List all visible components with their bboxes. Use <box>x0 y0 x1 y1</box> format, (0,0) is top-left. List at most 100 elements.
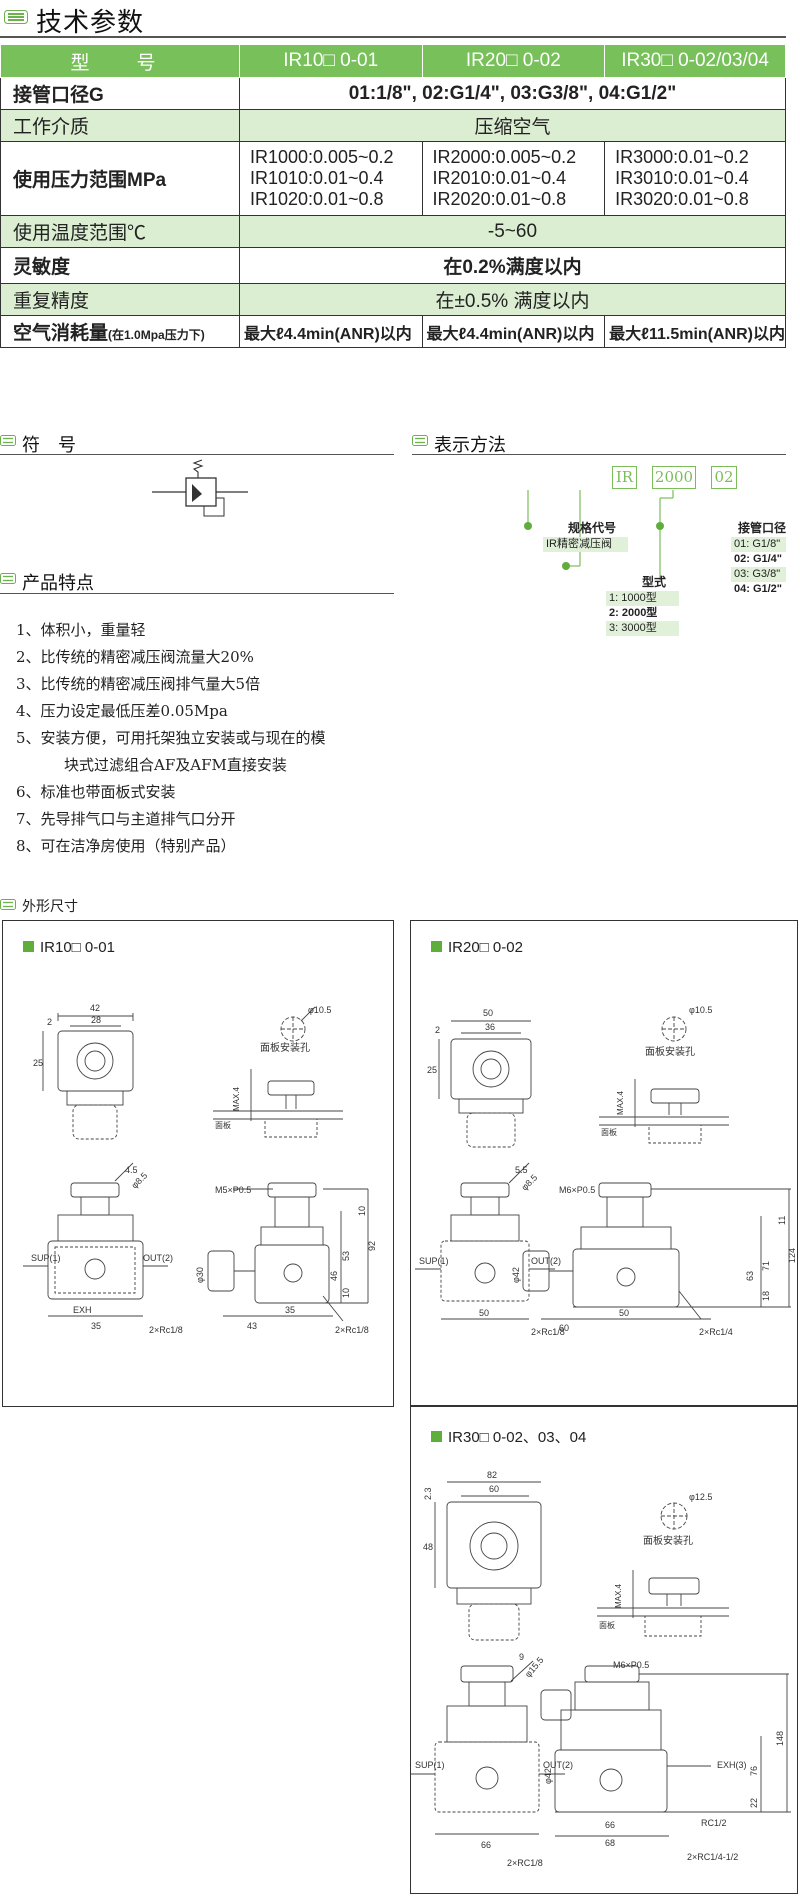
model-label: 型式 <box>642 575 667 589</box>
max-label: MAX.4 <box>614 1583 623 1608</box>
port-label: 接管口径 <box>738 521 787 535</box>
row-repeatability: 重复精度 在±0.5% 满度以内 <box>0 283 787 316</box>
green-square-icon <box>23 940 34 952</box>
panel-hole-label: 面板安装孔 <box>645 1045 695 1058</box>
dim-label: 66 <box>605 1820 615 1830</box>
dim-label: φ10.5 <box>689 1005 712 1015</box>
symbol-divider <box>0 454 394 455</box>
dim-label: 4.5 <box>125 1165 138 1175</box>
consumption-label: 空气消耗量 <box>13 323 109 344</box>
dim-label: M6×P0.5 <box>559 1185 595 1195</box>
ir10-drawing-title: IR10□ 0-01 <box>23 939 115 956</box>
spec-code-label: 规格代号 <box>568 521 617 535</box>
port-label: OUT(2) <box>143 1253 173 1263</box>
dim-label: 22 <box>749 1798 759 1808</box>
dim-label: 71 <box>761 1261 771 1271</box>
dim-label: 43 <box>247 1321 257 1331</box>
dim-label: φ8.5 <box>519 1172 539 1192</box>
dim-label: 60 <box>489 1484 499 1494</box>
dim-label: 148 <box>775 1731 785 1746</box>
pressure-value: IR2000:0.005~0.2 <box>432 147 577 167</box>
feature-item: 6、标准也带面板式安装 <box>16 783 176 801</box>
row-temperature: 使用温度范围℃ -5~60 <box>0 215 787 248</box>
ir30-title-text: IR30□ 0-02、03、04 <box>448 1429 587 1446</box>
ir20-title-text: IR20□ 0-02 <box>448 939 523 956</box>
dimensions-section-title: 外形尺寸 <box>22 899 78 915</box>
port-item-01: 01: G1/8" <box>731 537 786 552</box>
port-label: 2×Rc1/8 <box>531 1327 565 1337</box>
row-temperature-value: -5~60 <box>238 215 787 248</box>
dim-label: 76 <box>749 1766 759 1776</box>
feature-item: 3、比传统的精密减压阀排气量大5倍 <box>16 675 261 693</box>
dim-label: 35 <box>285 1305 295 1315</box>
dim-label: 25 <box>427 1065 437 1075</box>
dim-label: 48 <box>423 1542 433 1552</box>
dim-label: 60 <box>559 1323 569 1333</box>
ir30-drawing-title: IR30□ 0-02、03、04 <box>431 1426 586 1447</box>
port-label: 2×RC1/4-1/2 <box>687 1852 738 1862</box>
row-sensitivity: 灵敏度 在0.2%满度以内 <box>0 247 787 284</box>
dim-label: 124 <box>787 1248 797 1263</box>
ir10-drawing-frame: IR10□ 0-01 <box>2 920 394 1407</box>
row-port-value: 01:1/8", 02:G1/4", 03:G3/8", 04:G1/2" <box>238 77 787 110</box>
port-label: SUP(1) <box>31 1253 61 1263</box>
model-item-3: 3: 3000型 <box>606 621 679 636</box>
dim-label: 50 <box>619 1308 629 1318</box>
panel-label: 面板 <box>599 1620 615 1630</box>
port-label: OUT(2) <box>531 1256 561 1266</box>
dim-label: 35 <box>91 1321 101 1331</box>
feature-item: 7、先导排气口与主道排气口分开 <box>16 810 236 828</box>
dim-label: M5×P0.5 <box>215 1185 251 1195</box>
dim-label: 53 <box>341 1251 351 1261</box>
dim-label: 10 <box>357 1206 367 1216</box>
feature-item: 块式过滤组合AF及AFM直接安装 <box>64 756 287 774</box>
dim-label: 2.3 <box>423 1487 433 1500</box>
dim-label: 28 <box>91 1015 101 1025</box>
symbol-section-title: 符 号 <box>22 435 76 456</box>
notation-code-model: 2000 <box>652 466 696 489</box>
dim-label: 36 <box>485 1022 495 1032</box>
port-label: OUT(2) <box>543 1760 573 1770</box>
row-temperature-label: 使用温度范围℃ <box>0 215 240 248</box>
ir20-technical-drawing: 50 36 2 25 φ10.5 面板安装孔 MAX.4 面板 5.5 φ8.5… <box>415 1005 797 1337</box>
row-sensitivity-label: 灵敏度 <box>0 247 240 284</box>
green-square-icon <box>431 1430 442 1442</box>
pressure-value: IR2010:0.01~0.4 <box>432 168 567 188</box>
dim-label: 2 <box>47 1017 52 1027</box>
notation-code-port: 02 <box>711 466 737 489</box>
feature-item: 5、安装方便，可用托架独立安装或与现在的模 <box>16 729 326 747</box>
panel-label: 面板 <box>215 1120 231 1130</box>
row-pressure: 使用压力范围MPa IR1000:0.005~0.2 IR1010:0.01~0… <box>0 141 786 216</box>
port-label: 2×Rc1/4 <box>699 1327 733 1337</box>
pressure-ir30: IR3000:0.01~0.2 IR3010:0.01~0.4 IR3020:0… <box>604 141 786 216</box>
ir20-drawing-frame: IR20□ 0-02 <box>410 920 798 1407</box>
model-item-1: 1: 1000型 <box>606 591 679 606</box>
ir10-technical-drawing: 42 28 2 25 φ10.5 面板安装孔 MAX.4 面板 4.5 φ8.5… <box>23 1003 377 1335</box>
row-sensitivity-value: 在0.2%满度以内 <box>238 247 787 284</box>
dim-label: 82 <box>487 1470 497 1480</box>
ir30-drawing-frame: IR30□ 0-02、03、04 <box>410 1405 798 1894</box>
dim-label: 66 <box>481 1840 491 1850</box>
consumption-ir30: 最大ℓ11.5min(ANR)以内 <box>604 315 786 348</box>
pressure-value: IR3020:0.01~0.8 <box>615 189 749 209</box>
header-ir20: IR20□ 0-02 <box>421 44 606 78</box>
spec-code-item: IR精密减压阀 <box>543 537 628 552</box>
pressure-value: IR3000:0.01~0.2 <box>615 147 749 167</box>
pressure-value: IR1020:0.01~0.8 <box>249 189 384 209</box>
port-label: EXH <box>73 1305 92 1315</box>
dim-label: 92 <box>367 1241 377 1251</box>
row-port-label: 接管口径G <box>0 77 240 110</box>
notation-section-title: 表示方法 <box>434 435 506 456</box>
ir30-technical-drawing: 82 60 2.3 48 φ12.5 面板安装孔 MAX.4 面板 9 φ15.… <box>411 1470 791 1868</box>
features-section-title: 产品特点 <box>22 573 94 594</box>
section-logo-icon <box>0 435 16 446</box>
spec-header-row: 型 号 IR10□ 0-01 IR20□ 0-02 IR30□ 0-02/03/… <box>0 44 786 78</box>
pressure-value: IR1000:0.005~0.2 <box>249 147 394 167</box>
feature-item: 2、比传统的精密减压阀流量大20% <box>16 648 254 666</box>
max-label: MAX.4 <box>616 1090 625 1115</box>
row-medium-label: 工作介质 <box>0 109 240 142</box>
row-consumption: 空气消耗量(在1.0Mpa压力下) 最大ℓ4.4min(ANR)以内 最大ℓ4.… <box>0 315 786 348</box>
header-model: 型 号 <box>0 44 240 78</box>
port-label: 2×RC1/8 <box>507 1858 543 1868</box>
notation-divider <box>412 454 786 455</box>
